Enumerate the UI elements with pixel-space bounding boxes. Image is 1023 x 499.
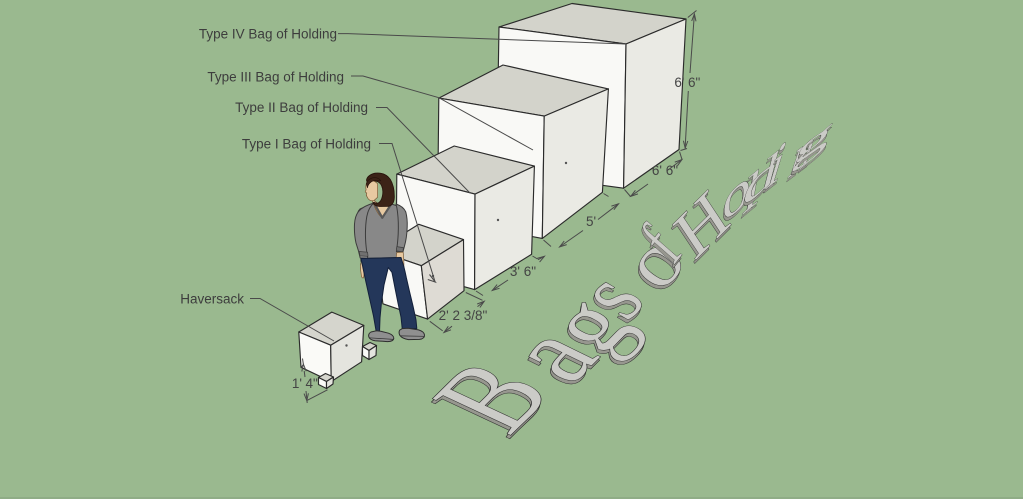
- svg-text:6': 6': [674, 75, 684, 90]
- svg-text:Type IV Bag of Holding: Type IV Bag of Holding: [199, 27, 337, 42]
- svg-text:1': 1': [292, 376, 302, 391]
- svg-text:5': 5': [586, 214, 596, 229]
- svg-text:Type III Bag of Holding: Type III Bag of Holding: [207, 70, 344, 85]
- svg-text:Type II Bag of Holding: Type II Bag of Holding: [235, 100, 368, 115]
- svg-text:6": 6": [688, 75, 701, 90]
- svg-text:Type I Bag of Holding: Type I Bag of Holding: [242, 137, 371, 152]
- svg-text:3' 6": 3' 6": [510, 264, 536, 279]
- svg-text:4": 4": [306, 376, 319, 391]
- svg-text:6' 6": 6' 6": [652, 163, 678, 178]
- svg-text:2' 2 3/8": 2' 2 3/8": [439, 308, 488, 323]
- svg-text:Haversack: Haversack: [180, 292, 244, 307]
